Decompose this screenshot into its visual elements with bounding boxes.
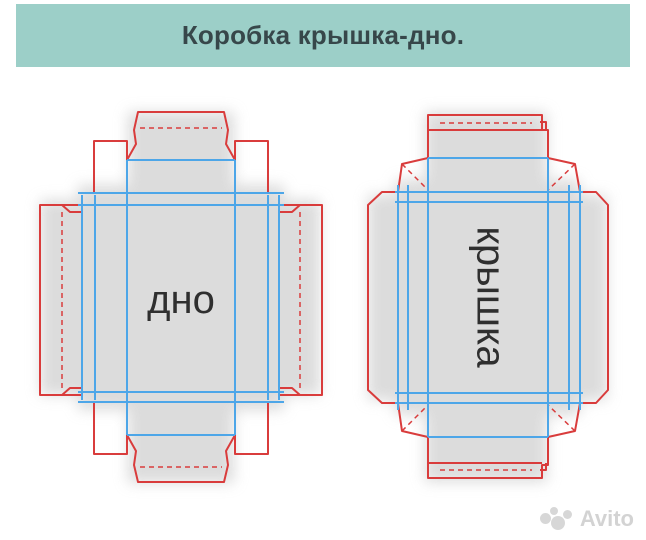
watermark-brand: Avito <box>579 506 634 531</box>
bottom-right-tab <box>279 204 323 396</box>
bottom-label: дно <box>147 278 215 322</box>
bottom-dashed-lines <box>61 127 301 468</box>
bottom-fold-lines <box>78 159 284 436</box>
lid-bottom-tab <box>427 437 549 479</box>
lid-right-tab <box>580 191 609 404</box>
lid-fold-lines <box>395 157 583 438</box>
bottom-box-net: дно <box>39 111 323 483</box>
avito-dots-icon <box>539 507 574 531</box>
bottom-bottom-tab <box>126 434 236 483</box>
bottom-top-tab <box>126 111 236 161</box>
bottom-shadow <box>40 112 320 483</box>
title-banner: Коробка крышка-дно. <box>16 4 630 67</box>
page-title: Коробка крышка-дно. <box>181 20 465 50</box>
lid-dashed-lines <box>401 122 576 471</box>
lid-shadow <box>368 112 607 482</box>
lid-box-net: крышка <box>367 112 609 482</box>
lid-left-tab <box>367 191 398 404</box>
avito-watermark: Avito <box>539 506 634 532</box>
lid-label: крышка <box>468 226 512 368</box>
